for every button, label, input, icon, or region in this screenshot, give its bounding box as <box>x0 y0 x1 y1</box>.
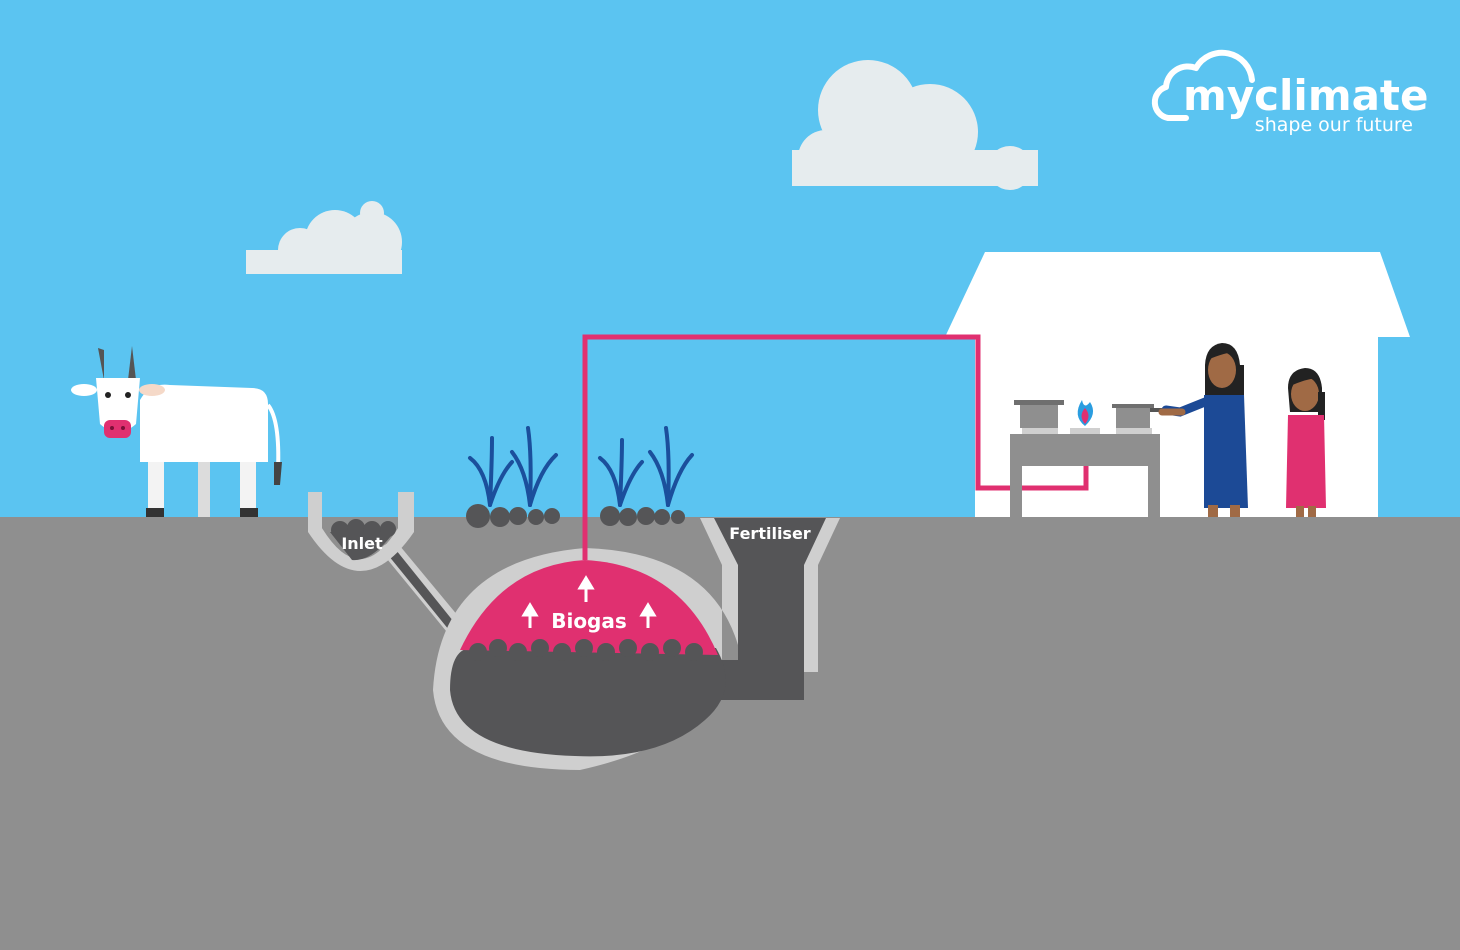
flame-icon <box>1077 400 1094 426</box>
pot-icon <box>1014 400 1064 428</box>
arrow-up-icon <box>639 602 657 628</box>
plant-icon <box>598 426 694 507</box>
cloud-icon <box>246 201 402 274</box>
biogas-dome <box>460 560 718 655</box>
fertiliser-outlet <box>714 518 826 700</box>
arrow-up-icon <box>577 575 595 602</box>
fertiliser-label: Fertiliser <box>729 524 811 543</box>
girl-icon <box>1286 368 1326 517</box>
logo-wordmark: myclimate <box>1183 71 1429 120</box>
digester-slurry <box>450 648 726 757</box>
gas-pipe <box>582 334 1089 560</box>
cloud-icon <box>1151 49 1255 121</box>
soil-mound <box>466 504 685 528</box>
inlet-label: Inlet <box>341 534 383 553</box>
woman-icon <box>1158 343 1248 517</box>
myclimate-logo: myclimate shape our future <box>1151 49 1429 136</box>
cloud-icon <box>792 60 1038 190</box>
biogas-label: Biogas <box>551 609 627 633</box>
logo-tagline: shape our future <box>1255 114 1413 136</box>
inlet-bowl <box>308 492 414 571</box>
stove-icon <box>1010 428 1160 518</box>
arrow-up-icon <box>521 602 539 628</box>
cow-icon <box>71 346 282 517</box>
plant-icon <box>468 426 558 507</box>
